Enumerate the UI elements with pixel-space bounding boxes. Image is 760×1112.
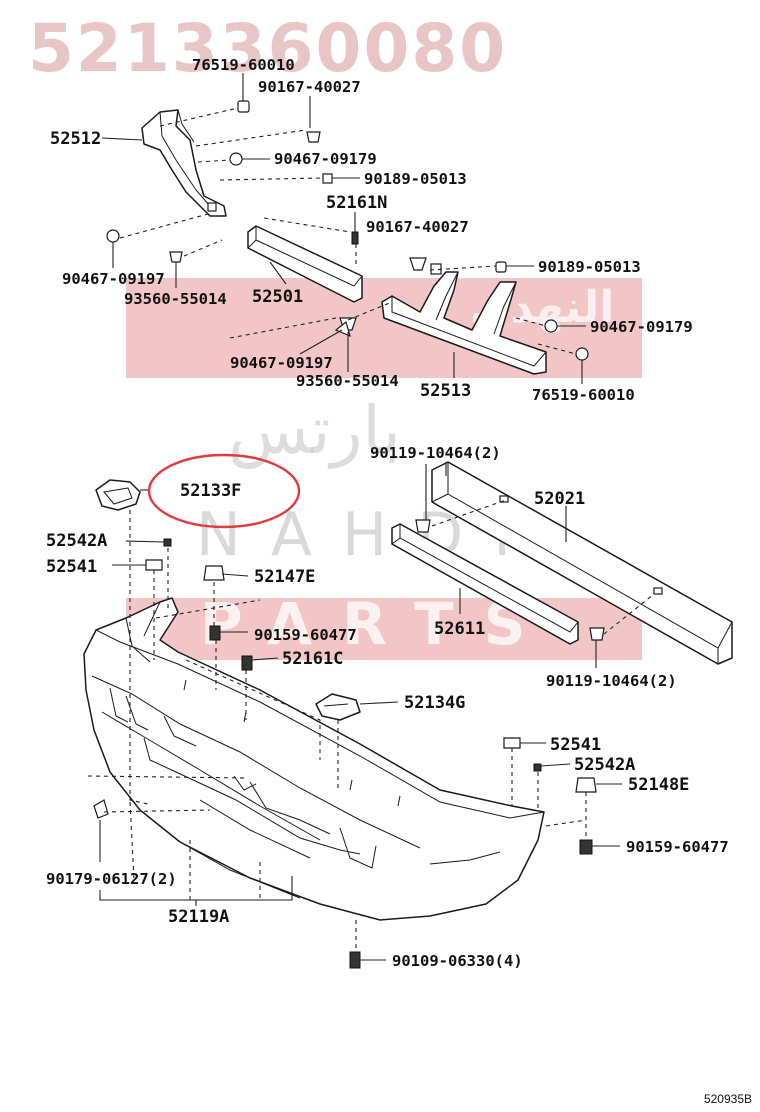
- clip-90167-a: [306, 131, 321, 143]
- label-52513: 52513: [420, 381, 471, 401]
- clip-90467-09179-a: [229, 152, 243, 166]
- label-52542A-b: 52542A: [574, 755, 635, 775]
- lower-fasteners: [93, 519, 605, 969]
- bumper-cover-52119A-shape: [83, 597, 545, 921]
- clip-52161C: [241, 655, 253, 671]
- label-90467-09179-b: 90467-09179: [590, 318, 693, 336]
- label-76519-60010-a: 76519-60010: [192, 56, 295, 74]
- clip-52541-a: [145, 559, 163, 571]
- clip-52513-a: [409, 257, 427, 271]
- label-90167-40027-a: 90167-40027: [258, 78, 361, 96]
- label-90159-60477-b: 90159-60477: [626, 838, 729, 856]
- label-52021: 52021: [534, 489, 585, 509]
- label-52147E: 52147E: [254, 567, 315, 587]
- clip-90189-b: [495, 261, 507, 273]
- label-52133F: 52133F: [180, 481, 241, 501]
- label-90119-10464-a: 90119-10464(2): [370, 444, 501, 462]
- clip-52542A-a: [163, 538, 172, 547]
- label-52148E: 52148E: [628, 775, 689, 795]
- clip-90119-a: [415, 519, 431, 533]
- label-90467-09179-a: 90467-09179: [274, 150, 377, 168]
- reinforcement-52021-shape: [431, 461, 733, 665]
- label-90467-09197-a: 90467-09197: [62, 270, 165, 288]
- clip-52148E: [575, 777, 597, 793]
- label-90167-40027-b: 90167-40027: [366, 218, 469, 236]
- label-90119-10464-b: 90119-10464(2): [546, 672, 677, 690]
- clip-90467-09197-a: [106, 229, 120, 243]
- label-52611: 52611: [434, 619, 485, 639]
- clip-90109: [349, 951, 361, 969]
- clip-52541-b: [503, 737, 521, 749]
- clip-90159-a: [209, 625, 221, 641]
- clip-90179: [93, 799, 109, 819]
- part-labels: 76519-60010 90167-40027 52512 90467-0917…: [46, 56, 729, 970]
- label-52161C: 52161C: [282, 649, 343, 669]
- part-52133F-shape: [95, 479, 141, 511]
- label-52501: 52501: [252, 287, 303, 307]
- upper-dashed-guides: [119, 107, 577, 355]
- clip-90467-09197-b: [334, 320, 351, 338]
- label-90189-05013-b: 90189-05013: [538, 258, 641, 276]
- clip-52542A-b: [533, 763, 542, 772]
- diagram-code: 520935B: [703, 1092, 752, 1106]
- clip-90159-b: [579, 839, 593, 855]
- label-52542A-a: 52542A: [46, 531, 107, 551]
- retainer-52501-shape: [247, 225, 363, 303]
- label-52541-a: 52541: [46, 557, 97, 577]
- watermark-arabic-parts: بارتس: [228, 392, 401, 469]
- clip-90189-a: [322, 173, 333, 184]
- clip-76519-b: [575, 347, 589, 361]
- bracket-52513-shape: [381, 271, 547, 375]
- label-90467-09197-b: 90467-09197: [230, 354, 333, 372]
- clip-52147E: [203, 565, 225, 581]
- label-90109-06330: 90109-06330(4): [392, 952, 523, 970]
- label-52134G: 52134G: [404, 693, 465, 713]
- lower-leader-lines: [99, 462, 622, 961]
- label-52512: 52512: [50, 129, 101, 149]
- clip-90119-b: [589, 627, 605, 641]
- reference-part-number: 5213360080: [28, 10, 508, 87]
- clip-90467-09179-b: [544, 319, 558, 333]
- bracket-52512-shape: [141, 109, 227, 217]
- absorber-52611-shape: [391, 523, 579, 645]
- label-76519-60010-b: 76519-60010: [532, 386, 635, 404]
- upper-fasteners: [106, 100, 589, 361]
- label-93560-55014-a: 93560-55014: [124, 290, 227, 308]
- label-90159-60477-a: 90159-60477: [254, 626, 357, 644]
- part-52134G-shape: [315, 693, 361, 721]
- label-93560-55014-b: 93560-55014: [296, 372, 399, 390]
- label-52119A: 52119A: [168, 907, 229, 927]
- clip-93560-a: [169, 251, 183, 263]
- highlight-circle: [147, 453, 301, 529]
- upper-leader-lines: [101, 73, 586, 384]
- label-90179-06127: 90179-06127(2): [46, 870, 177, 888]
- clip-90167-b: [351, 231, 359, 245]
- label-52541-b: 52541: [550, 735, 601, 755]
- clip-76519-a: [237, 100, 250, 113]
- lower-dashed-guides: [87, 499, 655, 952]
- label-52161N: 52161N: [326, 193, 387, 213]
- label-90189-05013-a: 90189-05013: [364, 170, 467, 188]
